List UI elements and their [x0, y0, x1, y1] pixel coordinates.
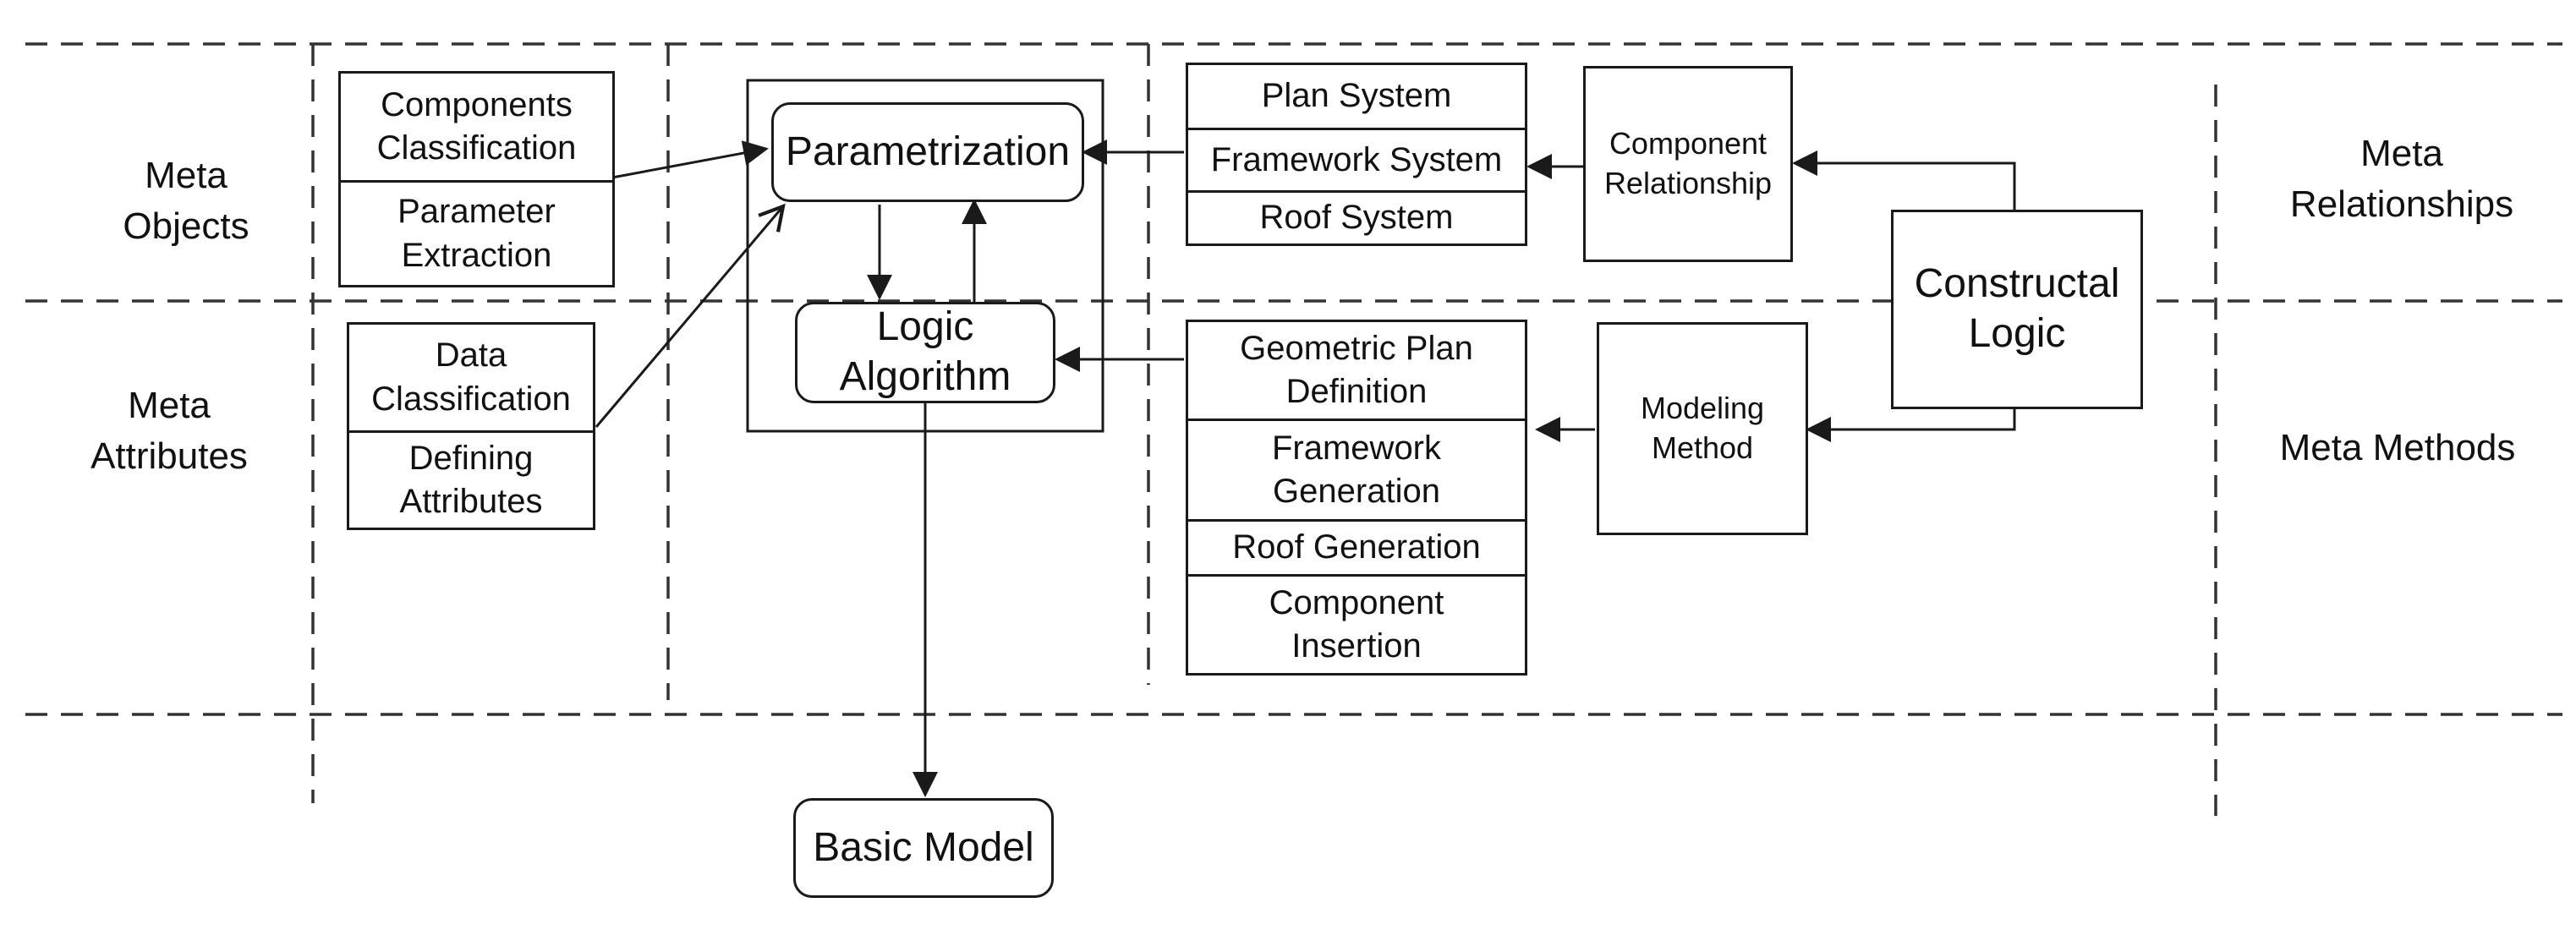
arrow-classification-to-parametrization	[611, 140, 769, 179]
modeling-method-box: Modeling Method	[1597, 322, 1808, 535]
row-label-meta-attributes: Meta Attributes	[90, 385, 248, 477]
basic-model-box: Basic Model	[793, 798, 1054, 898]
framework-generation-box: Framework Generation	[1186, 418, 1527, 522]
row-label-meta-methods: Meta Methods	[2279, 427, 2516, 468]
constructal-logic-box: Constructal Logic	[1891, 210, 2143, 409]
parametrization-box: Parametrization	[771, 102, 1084, 202]
roof-generation-box: Roof Generation	[1186, 519, 1527, 577]
logic-algorithm-box: Logic Algorithm	[795, 302, 1055, 403]
plan-system-box: Plan System	[1186, 63, 1527, 130]
defining-attributes-box: Defining Attributes	[347, 430, 595, 530]
components-classification-box: Components Classification	[338, 71, 615, 183]
row-label-meta-relationships: Meta Relationships	[2289, 133, 2514, 225]
data-classification-box: Data Classification	[347, 322, 595, 433]
arrow-data-classification-to-parametrization	[595, 203, 786, 428]
framework-system-box: Framework System	[1186, 128, 1527, 193]
parameter-extraction-box: Parameter Extraction	[338, 180, 615, 287]
geometric-plan-definition-box: Geometric Plan Definition	[1186, 320, 1527, 421]
component-relationship-box: Component Relationship	[1583, 66, 1793, 262]
arrow-constructal-to-component-relationship	[1792, 150, 2016, 211]
component-insertion-box: Component Insertion	[1186, 574, 1527, 676]
row-label-meta-objects: Meta Objects	[123, 155, 249, 247]
arrow-constructal-to-modeling-method	[1806, 408, 2016, 442]
roof-system-box: Roof System	[1186, 190, 1527, 246]
